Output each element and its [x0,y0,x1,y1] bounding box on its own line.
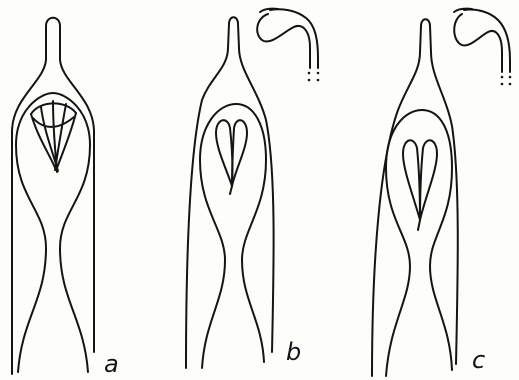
panel-b-twin-lobes [216,120,247,194]
panel-b-hook-inset [257,9,319,82]
panel-c-hook-inset [454,9,511,86]
panel-c-outline [372,19,458,376]
panel-c-inner-wall [386,110,452,376]
panel-a-inner-wall [16,93,90,372]
panel-a-letter: a [104,350,119,378]
panel-b: b [186,9,319,368]
panel-a: a [12,18,119,378]
panel-b-letter: b [286,338,301,366]
panel-c: c [372,9,511,376]
panel-c-twin-lobes [403,140,437,230]
panel-a-fan [31,101,76,172]
panel-a-outline [12,18,94,374]
panel-c-letter: c [472,346,485,374]
